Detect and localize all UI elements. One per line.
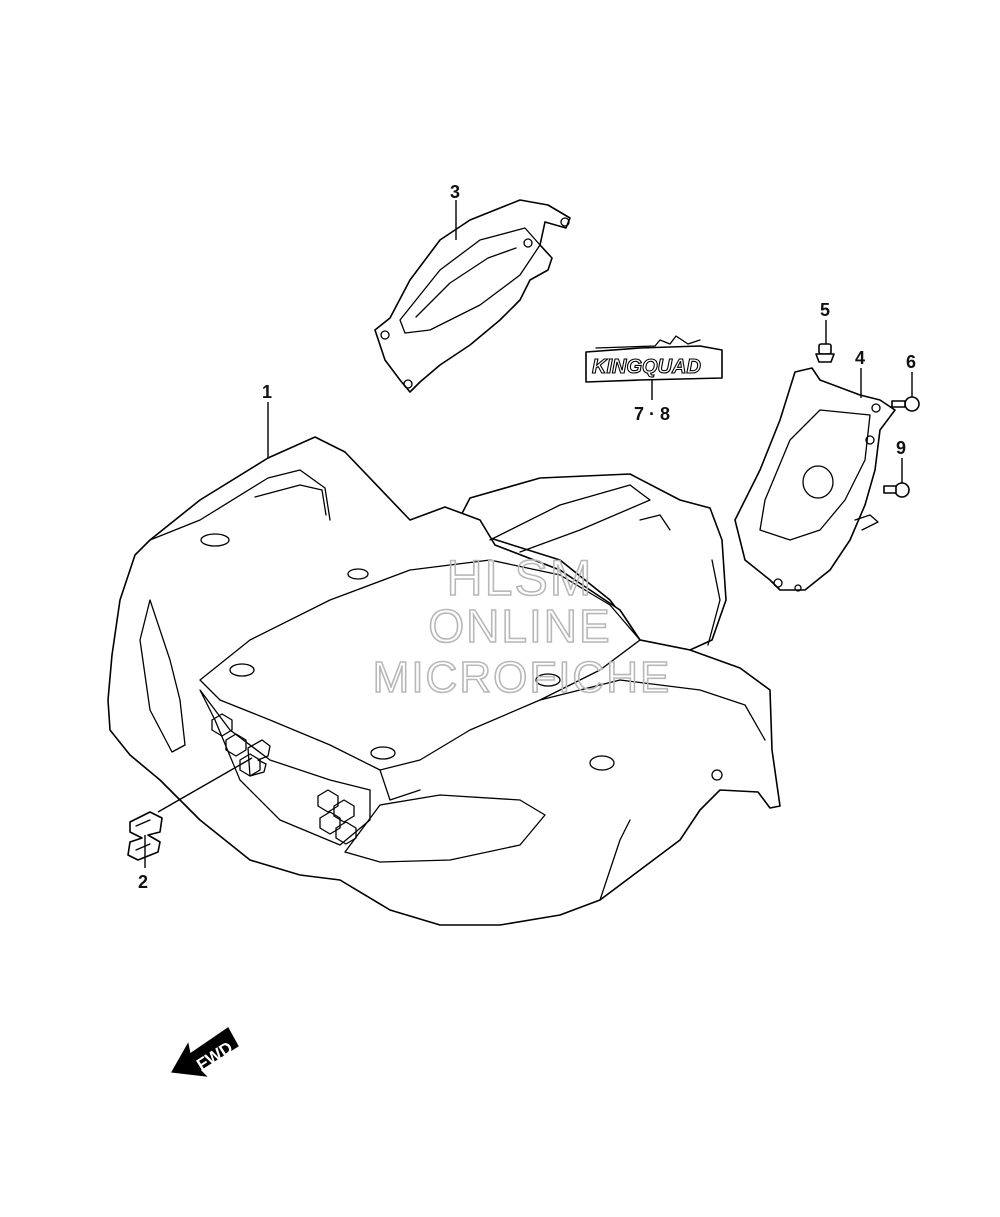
callout-4: 4 xyxy=(855,348,865,368)
callout-7-8: 7 · 8 xyxy=(634,404,670,424)
forward-direction-indicator: FWD xyxy=(171,1027,239,1077)
front-fender-part[interactable] xyxy=(107,436,781,926)
fastener-part-5[interactable] xyxy=(815,343,835,363)
callout-9: 9 xyxy=(896,438,906,458)
bolt-part-6[interactable] xyxy=(891,396,920,412)
watermark-line-3: MICROFICHE xyxy=(373,653,672,702)
grille-pattern xyxy=(211,713,357,845)
callout-3: 3 xyxy=(450,182,460,202)
leader-2b xyxy=(157,757,253,813)
watermark-line-2: ONLINE xyxy=(428,600,611,652)
decal-part-7-8[interactable]: KINGQUAD xyxy=(585,335,723,383)
callout-2: 2 xyxy=(138,872,148,892)
callout-1: 1 xyxy=(262,382,272,402)
watermark-line-1: HLSM xyxy=(447,550,594,606)
leader-lines xyxy=(144,200,913,868)
callout-5: 5 xyxy=(820,300,830,320)
callouts: 1 2 3 4 5 6 7 · 8 9 xyxy=(138,182,916,892)
decal-text: KINGQUAD xyxy=(592,356,701,378)
cover-part-3[interactable] xyxy=(374,199,571,393)
bolt-part-9[interactable] xyxy=(883,482,910,498)
fwd-arrow-icon xyxy=(171,1027,239,1077)
watermark: HLSM ONLINE MICROFICHE xyxy=(372,549,672,703)
cover-part-4[interactable] xyxy=(734,367,896,592)
callout-6: 6 xyxy=(906,352,916,372)
emblem-location-mark xyxy=(247,739,271,777)
